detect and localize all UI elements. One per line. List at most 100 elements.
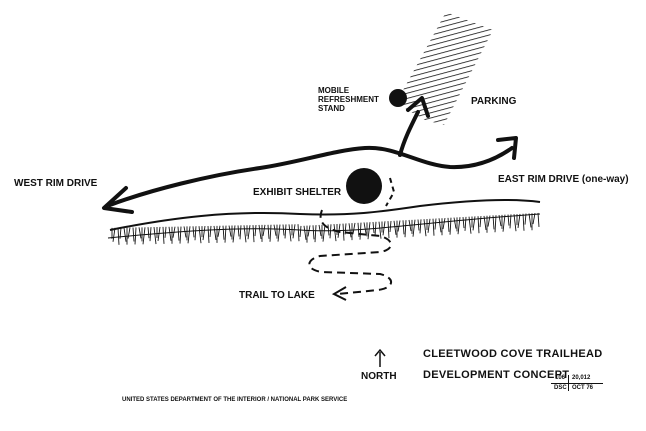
- rim-hachure-tick: [307, 225, 311, 237]
- rim-hachure-tick: [472, 216, 476, 231]
- rim-hachure-tick: [239, 225, 242, 240]
- trail-to-lake-arrow: [331, 286, 347, 301]
- rim-hachure-tick: [372, 221, 375, 234]
- label-west-rim-drive: WEST RIM DRIVE: [14, 178, 98, 189]
- label-parking: PARKING: [471, 96, 517, 107]
- rim-hachure-tick: [434, 218, 437, 230]
- rim-hachure-tick: [228, 225, 232, 237]
- rim-hachure-tick: [112, 227, 116, 242]
- drawing-number-block: 106 20,012 DSC OCT 76: [551, 375, 603, 409]
- rim-hachure-tick: [213, 225, 217, 240]
- rim-hachure-tick: [198, 226, 202, 244]
- crater-rim-hachures: [111, 212, 540, 245]
- rim-hachure-tick: [382, 221, 386, 236]
- rim-hachure-tick: [282, 224, 285, 236]
- drawing-number-top-right: 20,012: [572, 375, 591, 381]
- rim-hachure-tick: [487, 215, 491, 227]
- rim-hachure-tick: [217, 225, 221, 237]
- parking-spur-arrow: [406, 96, 430, 118]
- rim-hachure-tick: [522, 213, 525, 231]
- rim-hachure-tick: [192, 226, 195, 238]
- north-arrow-head: [374, 348, 386, 357]
- west-rim-drive-arrow: [102, 186, 134, 214]
- rim-hachure-tick: [333, 224, 337, 242]
- rim-hachure-tick: [462, 216, 465, 229]
- rim-hachure-tick: [207, 225, 210, 244]
- rim-hachure-tick: [494, 215, 497, 233]
- rim-hachure-tick: [142, 227, 146, 245]
- label-refreshment-line2: REFRESHMENT: [318, 95, 379, 104]
- label-trail-to-lake: TRAIL TO LAKE: [239, 290, 315, 301]
- rim-hachure-tick: [389, 220, 392, 233]
- rim-hachure-tick: [168, 226, 172, 241]
- rim-hachure-tick: [164, 226, 167, 238]
- rim-hachure-tick: [374, 221, 377, 236]
- rim-hachure-tick: [138, 227, 142, 239]
- label-east-rim-drive: EAST RIM DRIVE (one-way): [498, 174, 629, 185]
- rim-hachure-tick: [267, 224, 270, 239]
- rim-hachure-tick: [134, 227, 137, 245]
- rim-hachure-tick: [162, 226, 165, 244]
- rim-hachure-tick: [537, 212, 540, 227]
- title-line1: CLEETWOOD COVE TRAILHEAD: [423, 348, 603, 360]
- rim-hachure-tick: [352, 222, 356, 235]
- drawing-number-divider: [551, 383, 603, 384]
- rim-hachure-tick: [387, 221, 390, 239]
- rim-hachure-tick: [378, 221, 382, 239]
- parking-lot: [396, 12, 493, 125]
- rim-hachure-tick: [329, 224, 332, 239]
- rim-hachure-tick: [327, 224, 330, 236]
- crater-rim-upper: [109, 198, 541, 231]
- drawing-number-separator: [568, 375, 569, 391]
- rim-hachure-tick: [528, 213, 532, 228]
- rim-hachure-tick: [427, 218, 431, 233]
- rim-hachure-tick: [464, 216, 467, 231]
- rim-hachure-tick: [132, 227, 135, 242]
- rim-hachure-tick: [344, 223, 347, 235]
- rim-hachure-tick: [492, 215, 495, 230]
- drawing-number-bottom-right: OCT 76: [572, 385, 594, 391]
- label-exhibit-shelter: EXHIBIT SHELTER: [253, 187, 342, 198]
- rim-hachure-tick: [502, 214, 506, 232]
- rim-hachure-tick: [222, 225, 225, 240]
- rim-hachure-tick: [363, 222, 367, 234]
- rim-hachure-tick: [202, 225, 206, 241]
- rim-hachure-tick: [147, 227, 150, 239]
- rim-hachure-tick: [517, 213, 521, 228]
- agency-credit: UNITED STATES DEPARTMENT OF THE INTERIOR…: [122, 397, 348, 403]
- rim-hachure-tick: [237, 225, 240, 237]
- rim-hachure-tick: [258, 224, 262, 240]
- rim-hachure-tick: [254, 224, 257, 237]
- rim-hachure-tick: [348, 223, 352, 238]
- rim-hachure-tick: [477, 216, 480, 234]
- east-rim-drive-arrow: [496, 136, 518, 160]
- rim-hachure-tick: [393, 220, 397, 235]
- rim-hachure-tick: [318, 224, 322, 237]
- rim-drive-road: [108, 145, 514, 207]
- rim-hachure-tick: [299, 225, 302, 237]
- rim-hachure-tick: [224, 225, 227, 243]
- label-mobile-refreshment-stand: MOBILE REFRESHMENT STAND: [318, 86, 379, 113]
- rim-hachure-tick: [513, 214, 517, 232]
- rim-hachure-tick: [117, 227, 120, 245]
- rim-hachure-tick: [314, 225, 317, 243]
- label-north: NORTH: [361, 371, 397, 382]
- rim-hachure-tick: [438, 218, 442, 233]
- rim-hachure-tick: [194, 226, 197, 241]
- rim-hachure-tick: [303, 225, 307, 240]
- rim-hachure-tick: [402, 220, 405, 235]
- rim-hachure-tick: [457, 217, 461, 235]
- shelter-path: [385, 177, 396, 207]
- rim-hachure-tick: [269, 224, 272, 242]
- rim-hachure-tick: [262, 224, 266, 236]
- refreshment-stand-marker: [389, 89, 407, 107]
- rim-hachure-tick: [187, 226, 191, 244]
- rim-hachure-tick: [119, 227, 122, 239]
- rim-hachure-tick: [359, 222, 362, 240]
- rim-hachure-tick: [404, 220, 407, 238]
- rim-hachure-tick: [507, 214, 510, 226]
- rim-hachure-tick: [322, 224, 326, 242]
- rim-hachure-tick: [127, 227, 131, 239]
- rim-hachure-tick: [453, 217, 457, 229]
- rim-hachure-tick: [483, 215, 487, 230]
